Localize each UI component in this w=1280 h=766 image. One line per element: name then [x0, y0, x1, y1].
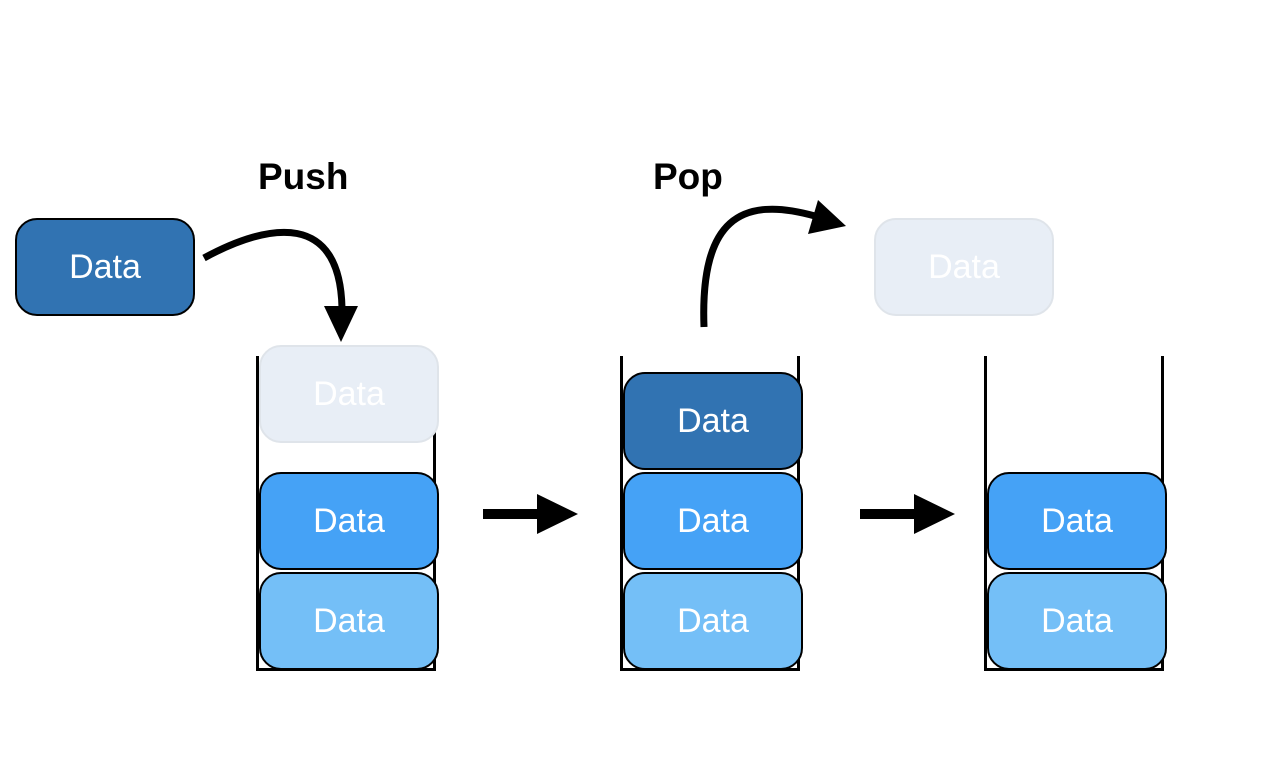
stack-3-bottom-box: Data [987, 572, 1167, 670]
transition-arrow-2-shaft [860, 509, 918, 519]
push-arrow-head [324, 306, 358, 342]
stack-1-ghost-box: Data [259, 345, 439, 443]
pop-label: Pop [653, 156, 723, 197]
popped-ghost-data-box: Data [874, 218, 1054, 316]
stack-2-middle-box: Data [623, 472, 803, 570]
transition-arrow-1-head [537, 494, 578, 534]
stack-2-bottom-box: Data [623, 572, 803, 670]
pop-arrow-curve [700, 205, 816, 328]
stack-3-middle-box: Data [987, 472, 1167, 570]
push-label: Push [258, 156, 349, 197]
stack-1-middle-box: Data [259, 472, 439, 570]
pop-arrow-head [808, 200, 846, 234]
push-incoming-data-box: Data [15, 218, 195, 316]
stack-1-bottom-box: Data [259, 572, 439, 670]
stack-2-top-box: Data [623, 372, 803, 470]
transition-arrow-2-head [914, 494, 955, 534]
push-arrow-curve [202, 228, 346, 309]
transition-arrow-1-shaft [483, 509, 541, 519]
